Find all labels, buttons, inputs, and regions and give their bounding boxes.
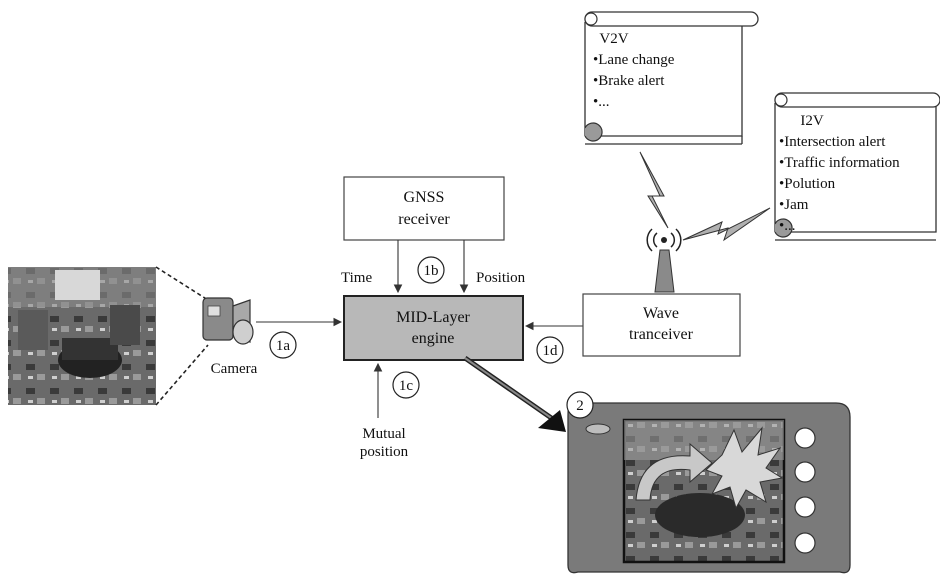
alert-burst-icon <box>705 426 784 510</box>
display-device <box>567 402 851 574</box>
marker-1b <box>417 256 445 284</box>
i2v-item: •... <box>779 218 796 234</box>
marker-1d <box>536 336 564 364</box>
camera-icon <box>202 297 254 345</box>
v2v-scroll <box>584 11 759 145</box>
v2v-item: •Brake alert <box>593 73 665 89</box>
zoom-line-bottom <box>155 344 209 406</box>
output-arrow <box>463 355 566 432</box>
mutual-label-line1: Mutual <box>362 426 405 442</box>
traffic-photo <box>8 267 156 405</box>
zoom-line-top <box>155 266 209 301</box>
gnss-label-line1: GNSS <box>404 189 445 206</box>
i2v-title: I2V <box>800 113 823 129</box>
device-button <box>794 461 816 483</box>
device-button <box>794 496 816 518</box>
mid-layer-engine-box <box>343 295 524 361</box>
engine-label-line2: engine <box>412 330 455 347</box>
gnss-label-line2: receiver <box>398 211 450 228</box>
gnss-receiver-box <box>343 176 505 241</box>
marker-1b-label: 1b <box>424 263 439 279</box>
antenna-icon <box>646 228 682 293</box>
marker-1a <box>269 331 297 359</box>
v2v-item: •... <box>593 94 610 110</box>
mutual-label-line2: position <box>360 444 409 460</box>
device-button <box>794 427 816 449</box>
i2v-item: •Polution <box>779 176 836 192</box>
camera-label: Camera <box>211 361 258 377</box>
turn-arrow-icon <box>635 442 713 501</box>
lightning-bolt-v2v-icon <box>639 151 669 229</box>
v2v-title: V2V <box>599 31 628 47</box>
i2v-item: •Traffic information <box>779 155 900 171</box>
marker-1a-label: 1a <box>276 338 291 354</box>
i2v-item: •Jam <box>779 197 809 213</box>
wave-tranceiver-box <box>582 293 741 357</box>
marker-1c <box>392 371 420 399</box>
marker-2-label: 2 <box>576 398 584 414</box>
i2v-scroll <box>774 92 940 241</box>
v2v-item: •Lane change <box>593 52 675 68</box>
marker-1c-label: 1c <box>399 378 414 394</box>
marker-1d-label: 1d <box>543 343 559 359</box>
time-label: Time <box>341 270 372 286</box>
engine-label-line1: MID-Layer <box>396 309 470 326</box>
i2v-item: •Intersection alert <box>779 134 886 150</box>
lightning-bolt-i2v-icon <box>682 207 771 242</box>
position-label: Position <box>476 270 526 286</box>
wave-label-line1: Wave <box>643 305 679 322</box>
device-button <box>794 532 816 554</box>
marker-2 <box>566 391 594 419</box>
wave-label-line2: tranceiver <box>629 326 694 343</box>
